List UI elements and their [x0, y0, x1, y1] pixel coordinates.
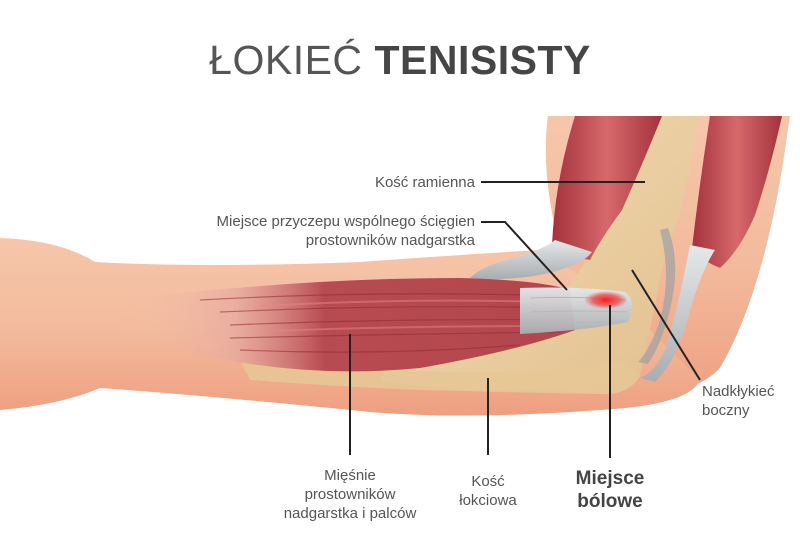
triceps-muscle [692, 116, 782, 268]
leader-tendon-attachment [481, 221, 568, 291]
label-pain-site-line1: Miejsce [575, 468, 645, 489]
label-humerus-text: Kość ramienna [374, 174, 475, 191]
label-tendon-attachment-line2: prostowników nadgarstka [305, 232, 475, 249]
label-lateral-epicondyle-line2: boczny [702, 402, 750, 419]
label-pain-site: Miejsce bólowe [555, 467, 665, 513]
leader-epicondyle [631, 269, 701, 381]
label-tendon-attachment-line1: Miejsce przyczepu wspólnego ścięgien [216, 213, 475, 230]
label-pain-site-line2: bólowe [577, 491, 643, 512]
label-extensor-muscles-line3: nadgarstka i palców [283, 505, 417, 522]
label-extensor-muscles-line2: prostowników [304, 486, 396, 503]
title-light: ŁOKIEĆ [209, 37, 363, 83]
diagram-title: ŁOKIEĆ TENISISTY [0, 38, 800, 82]
label-extensor-muscles: Mięśnie prostowników nadgarstka i palców [260, 466, 440, 523]
label-lateral-epicondyle: Nadkłykieć boczny [702, 382, 800, 420]
biceps-muscle [552, 116, 662, 260]
label-lateral-epicondyle-line1: Nadkłykieć [702, 383, 775, 400]
pain-site-highlight [584, 291, 628, 309]
label-ulna-line2: łokciowa [459, 492, 517, 509]
biceps-tendon [470, 240, 592, 279]
label-ulna: Kość łokciowa [438, 472, 538, 510]
triceps-tendon [640, 245, 715, 382]
muscle-highlights [259, 299, 551, 332]
leader-lines [349, 181, 701, 458]
label-ulna-line1: Kość [471, 473, 505, 490]
title-bold: TENISISTY [374, 37, 591, 83]
label-humerus: Kość ramienna [250, 173, 475, 192]
side-tendon [638, 228, 676, 364]
muscle-fiber-lines [199, 293, 566, 353]
label-tendon-attachment: Miejsce przyczepu wspólnego ścięgien pro… [140, 212, 475, 250]
label-extensor-muscles-line1: Mięśnie [324, 467, 376, 484]
